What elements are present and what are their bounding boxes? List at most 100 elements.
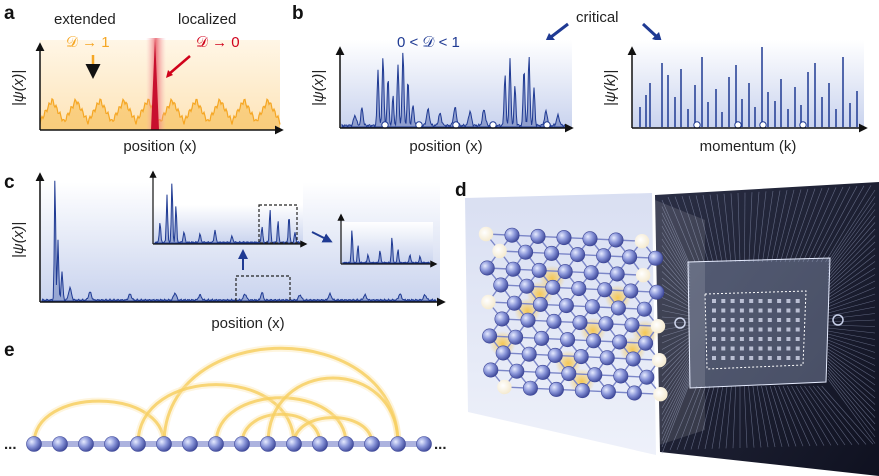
wirebond-right	[827, 300, 876, 314]
wirebond-top	[674, 196, 700, 263]
wirebond-bottom	[744, 385, 748, 448]
zoom-arrow-right	[311, 231, 333, 243]
wirebond-bottom	[718, 385, 728, 449]
chip-qubit	[758, 327, 763, 332]
chip-wirebonds	[661, 185, 876, 454]
chip-qubit	[730, 318, 735, 322]
chip-qubit	[767, 318, 772, 322]
wirebond-left	[661, 251, 691, 290]
chip-qubit	[795, 337, 800, 341]
wirebond-right	[827, 336, 876, 353]
wirebond-bottom	[765, 385, 783, 447]
chain-node	[416, 436, 432, 452]
qubit-site	[505, 261, 521, 277]
wirebond-bottom	[756, 385, 769, 448]
chip-qubit	[721, 308, 726, 313]
localized-title: localized	[178, 11, 236, 28]
momentum-node	[734, 121, 742, 129]
chip-qubit	[730, 346, 735, 351]
critical-wavefunction-momentum	[639, 47, 858, 127]
chain-node	[78, 436, 94, 452]
wirebond-right	[827, 339, 876, 360]
inset-2-wavefunction	[342, 230, 431, 264]
chip-qubit	[786, 299, 791, 303]
wirebond-right	[827, 378, 876, 444]
wirebond-right	[827, 351, 876, 386]
wirebond-left	[661, 219, 691, 275]
critical-arrow-right-head	[652, 32, 662, 42]
chip-qubit	[795, 356, 800, 360]
qubit-site	[560, 332, 576, 348]
critical-arrow-left-head	[545, 33, 555, 42]
qubit-site	[493, 277, 509, 293]
wirebond-right	[827, 261, 876, 296]
wirebond-left	[661, 238, 691, 284]
wirebond-bottom	[761, 385, 776, 448]
qubit-site	[587, 367, 603, 383]
panel-d-letter: d	[455, 180, 467, 201]
qubit-site	[583, 265, 599, 281]
wirebond-right	[827, 241, 876, 287]
chip-qubit	[758, 337, 763, 341]
position-node	[415, 121, 423, 129]
chip-qubit	[739, 346, 744, 351]
qubit-site	[535, 364, 551, 380]
localized-formula: 𝒟 → 0	[196, 34, 240, 51]
coupling-arc	[292, 416, 374, 445]
wirebond-right	[827, 196, 876, 266]
chain-node	[104, 436, 120, 452]
wirebond-left	[661, 316, 691, 320]
chip-qubit	[767, 337, 772, 341]
wirebond-top	[757, 191, 767, 263]
qubit-site	[573, 349, 589, 365]
wirebond-bottom	[774, 385, 797, 447]
chip-qubit	[795, 318, 800, 322]
localized-arrow-head	[166, 70, 173, 78]
qubit-site	[624, 317, 640, 333]
chip-qubit	[749, 327, 754, 332]
qubit-site	[532, 296, 548, 312]
qubit-site	[531, 262, 547, 278]
wirebond-right	[827, 345, 876, 373]
wirebond-right	[827, 215, 876, 275]
wirebond-right	[827, 333, 876, 347]
wirebond-right	[827, 348, 876, 379]
multifractal-wavefunction	[41, 180, 437, 302]
wirebond-right	[827, 363, 876, 412]
chip-qubit	[749, 337, 754, 341]
coupling-arc-glow	[160, 344, 402, 445]
chip-qubit	[739, 356, 744, 360]
coupling-arc	[162, 346, 400, 445]
qubit-array-outline	[704, 290, 807, 370]
chain-node	[286, 436, 302, 452]
wirebond-bottom	[732, 385, 736, 449]
qubit-site	[506, 295, 522, 311]
vacant-site	[492, 243, 507, 259]
wirebond-top	[730, 193, 736, 263]
wirebond-right	[827, 369, 876, 425]
wirebond-bottom	[683, 385, 706, 450]
qubit-site	[598, 316, 614, 332]
chip-qubit	[795, 299, 800, 303]
extended-title: extended	[54, 11, 116, 28]
chip-qubit	[786, 308, 791, 313]
chip-qubit	[749, 356, 754, 360]
wirebond-left	[661, 277, 691, 302]
qubit-site	[547, 347, 563, 363]
position-node	[489, 121, 497, 129]
chain-node	[156, 436, 172, 452]
chip-qubit	[739, 327, 744, 332]
wirebond-bottom	[808, 385, 853, 445]
qubit-site	[519, 278, 535, 294]
qubit-lattice	[478, 226, 668, 402]
wirebond-right	[827, 313, 876, 320]
wirebond-bottom	[778, 385, 804, 447]
wirebond-left	[661, 284, 691, 305]
wirebond-bottom	[791, 385, 825, 446]
panel-b-right-background	[632, 40, 864, 128]
chip-qubit	[739, 299, 744, 303]
panel-c-xlabel: position (x)	[211, 315, 284, 332]
wirebond-left	[661, 199, 691, 266]
chip-qubit	[758, 308, 763, 313]
chain-node	[312, 436, 328, 452]
